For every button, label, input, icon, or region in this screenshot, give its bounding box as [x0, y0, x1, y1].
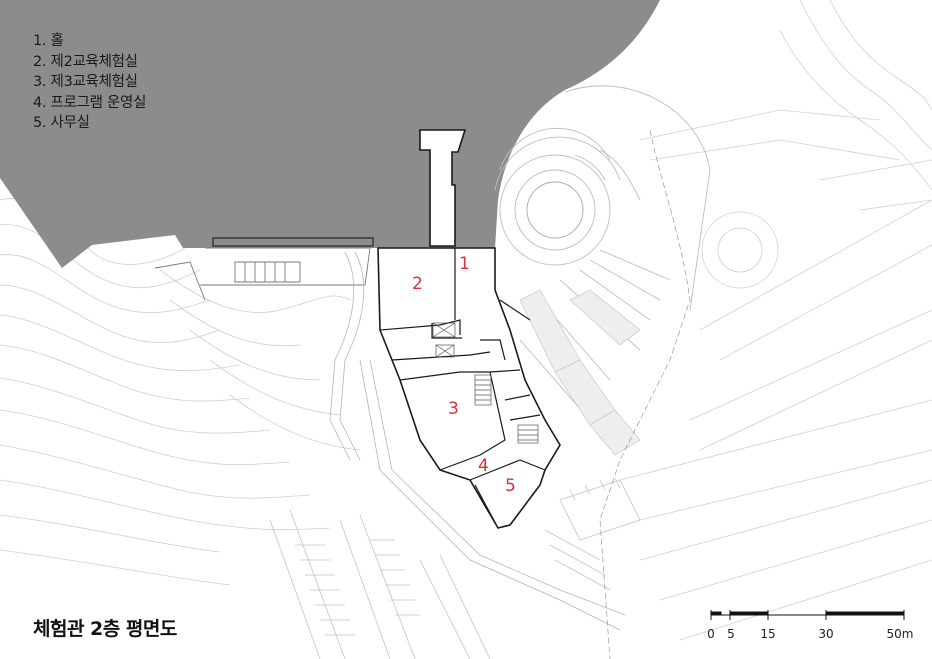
- seating-steps: [519, 289, 641, 456]
- scale-label-50m: 50m: [886, 627, 914, 641]
- scale-label-5: 5: [727, 627, 735, 641]
- room-legend: 1. 홀 2. 제2교육체험실 3. 제3교육체험실 4. 프로그램 운영실 5…: [33, 31, 146, 134]
- room-label-4: 4: [478, 456, 489, 476]
- left-wing: [154, 237, 374, 301]
- scale-label-30: 30: [818, 627, 834, 641]
- west-path: [329, 251, 626, 631]
- scale-label-0: 0: [707, 627, 715, 641]
- building-walls: [377, 129, 561, 529]
- scale-bar: [710, 610, 905, 620]
- scale-label-15: 15: [760, 627, 776, 641]
- site-boundary: [599, 129, 691, 659]
- right-site-lines: [619, 0, 932, 641]
- room-label-5: 5: [505, 476, 516, 496]
- room-label-2: 2: [412, 274, 423, 294]
- parking-lots: [269, 477, 641, 659]
- amphitheatre: [494, 85, 711, 421]
- legend-item-education-room-2: 2. 제2교육체험실: [33, 53, 138, 70]
- room-label-3: 3: [448, 399, 459, 419]
- room-label-1: 1: [459, 254, 470, 274]
- legend-item-hall: 1. 홀: [33, 33, 64, 49]
- plan-title: 체험관 2층 평면도: [33, 618, 177, 640]
- legend-item-education-room-3: 3. 제3교육체험실: [33, 74, 138, 90]
- stair-core: [432, 322, 539, 444]
- interior-walls: [379, 248, 546, 529]
- grey-mass: [0, 0, 660, 268]
- legend-item-program-room: 4. 프로그램 운영실: [33, 94, 147, 111]
- legend-item-office: 5. 사무실: [33, 115, 90, 131]
